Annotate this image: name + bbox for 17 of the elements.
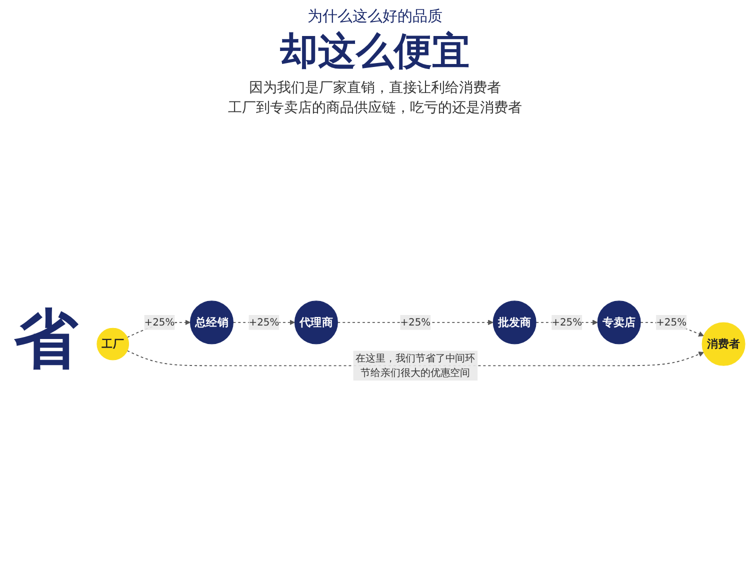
edge-label: +25% xyxy=(400,316,431,328)
edge-label: +25% xyxy=(144,316,175,328)
node-circle: 总经销 xyxy=(190,300,234,344)
edge-label: +25% xyxy=(552,316,582,328)
node-circle: 工厂 xyxy=(96,328,130,360)
subtitle-text: 为什么这么好的品质 xyxy=(308,7,442,26)
big-character: 省 xyxy=(13,302,80,380)
node-circle: 消费者 xyxy=(702,322,746,366)
node-circle: 代理商 xyxy=(294,300,338,344)
subtitle-text: 因为我们是厂家直销，直接让利给消费者 xyxy=(249,79,501,97)
node-circle: 批发商 xyxy=(492,300,536,344)
node-circle: 专卖店 xyxy=(597,300,641,344)
edge-label: +25% xyxy=(656,316,687,328)
title: 却这么便宜 xyxy=(280,28,470,75)
edge-label: +25% xyxy=(248,316,280,328)
subtitle-text: 工厂到专卖店的商品供应链，吃亏的还是消费者 xyxy=(228,99,522,117)
edge-label: 在这里，我们节省了中间环节给亲们很大的优惠空间 xyxy=(356,352,476,379)
